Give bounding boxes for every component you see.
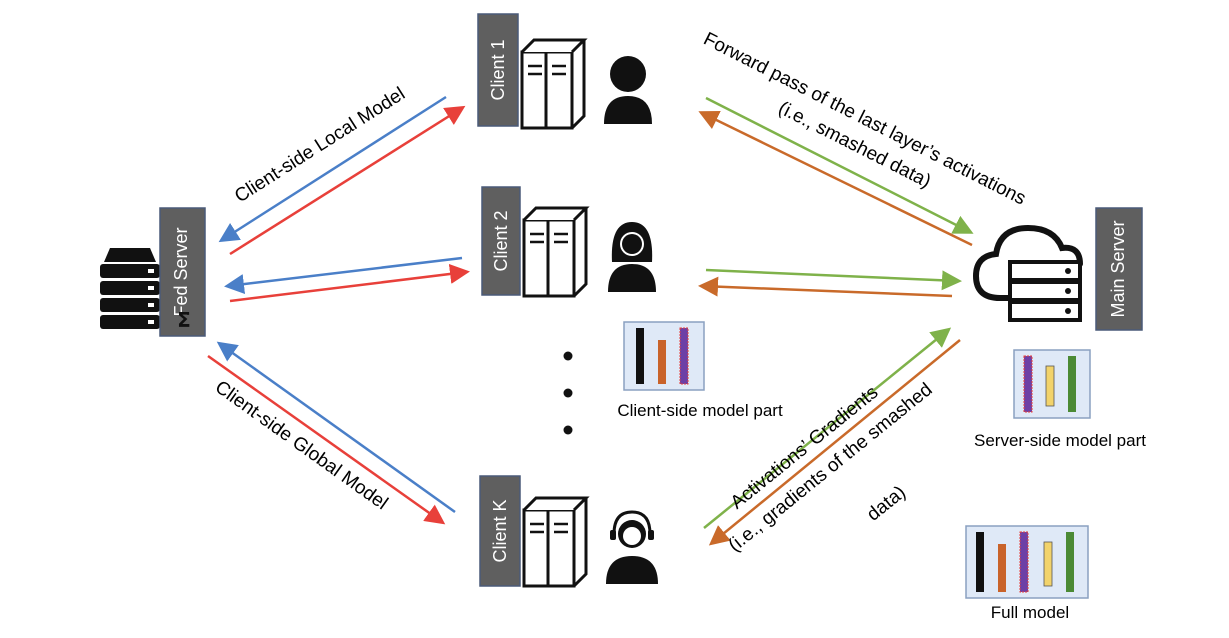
full-model-caption: Full model (991, 603, 1069, 622)
fed-client-arrows (207, 95, 470, 525)
more-clients-ellipsis (563, 351, 573, 435)
main-server-label: Main Server (1108, 220, 1128, 317)
client-2-label-box (481, 186, 521, 296)
upload-arrow-client-1 (218, 95, 447, 243)
backward-arrow-client-2 (698, 276, 953, 298)
client-k-node: Client K (479, 475, 658, 588)
client-1-node: Client 1 (477, 13, 652, 130)
cloud-server-icon (972, 224, 1083, 322)
client-model-part-caption: Client-side model part (617, 401, 783, 420)
local-model-label: Client-side Local Model (231, 83, 409, 207)
forward-arrow-client-1 (705, 96, 974, 234)
server-model-part-icon (1013, 349, 1091, 419)
client-1-label: Client 1 (488, 39, 508, 100)
client-2-label: Client 2 (491, 210, 511, 271)
client-model-part-icon (623, 321, 705, 391)
gradients-label-line3: data) (863, 482, 910, 526)
headset-user-icon (606, 510, 658, 584)
forward-arrow-client-k (703, 327, 952, 529)
download-arrow-client-1 (229, 105, 466, 256)
fed-server-label-box (159, 207, 206, 337)
backward-arrow-client-k (708, 339, 961, 546)
server-model-part-caption: Server-side model part (974, 431, 1146, 450)
upload-arrow-client-2 (224, 256, 463, 295)
download-arrow-client-k (207, 354, 446, 525)
client-k-label: Client K (490, 499, 510, 562)
backward-arrow-client-1 (698, 111, 973, 247)
server-rack-icon (100, 248, 160, 329)
user-icon (604, 56, 652, 124)
fed-server-label: Fed Server (171, 227, 191, 316)
download-arrow-client-2 (229, 264, 470, 303)
books-icon (522, 206, 590, 298)
forward-arrow-client-2 (705, 268, 962, 291)
client-2-node: Client 2 (481, 186, 656, 298)
user-icon (608, 222, 656, 292)
global-model-label: Client-side Global Model (211, 377, 392, 515)
main-server-node: Main Server (972, 207, 1143, 331)
client-k-label-box (479, 475, 521, 587)
full-model-icon (965, 525, 1089, 599)
client-1-label-box (477, 13, 519, 127)
main-server-label-box (1095, 207, 1143, 331)
fed-server-node: Fed Server Σ (100, 207, 206, 337)
books-icon (522, 496, 590, 588)
upload-arrow-client-k (216, 341, 456, 514)
client-main-arrows (698, 96, 974, 546)
sigma-symbol: Σ (177, 308, 191, 332)
books-icon (520, 38, 588, 130)
